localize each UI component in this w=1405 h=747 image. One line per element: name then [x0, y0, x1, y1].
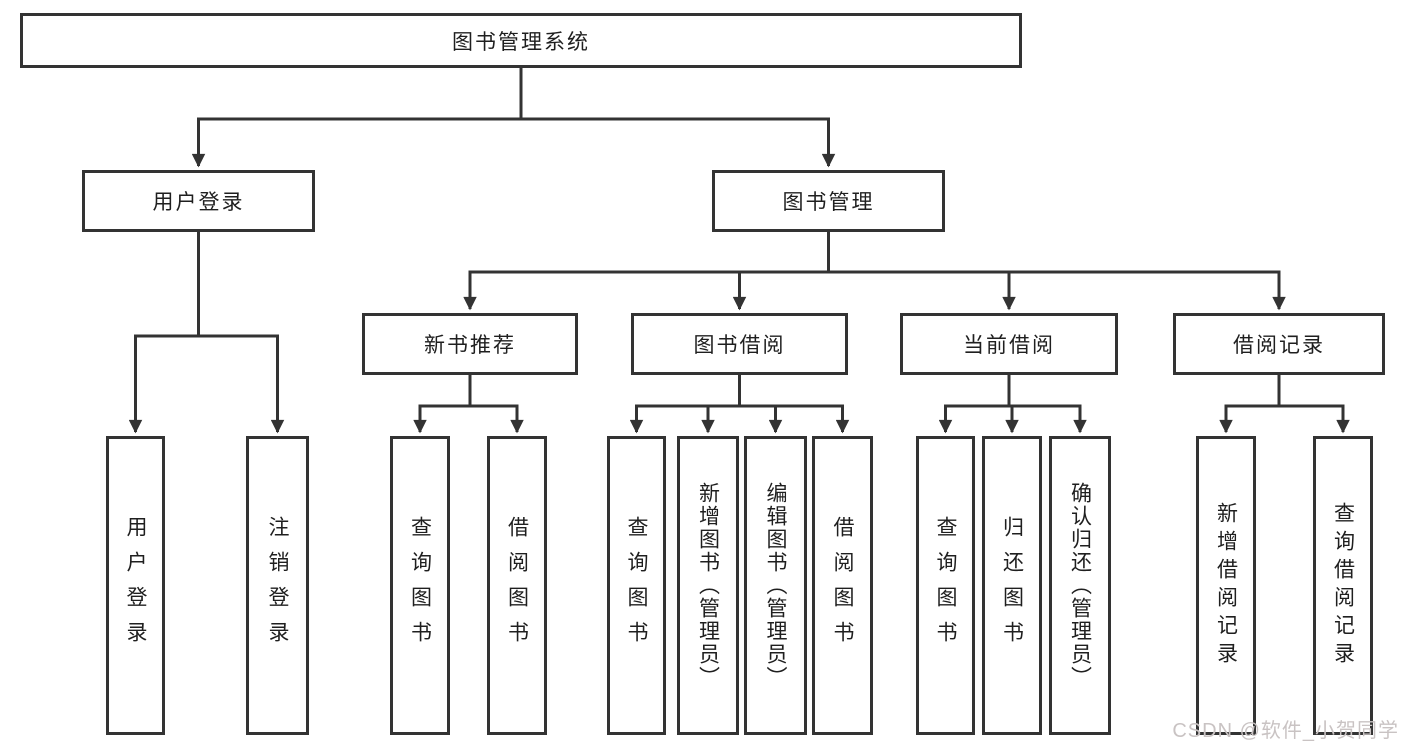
node-book-borrowing: 图书借阅: [631, 313, 848, 375]
leaf-recommend-query-books: 查询图书: [390, 436, 450, 735]
leaf-borrowing-borrow-books: 借阅图书: [812, 436, 873, 735]
watermark: CSDN @软件_小贺同学: [1172, 720, 1399, 742]
node-new-book-recommend-label: 新书推荐: [424, 334, 516, 357]
leaf-logout: 注销登录: [246, 436, 309, 735]
node-book-borrowing-label: 图书借阅: [693, 334, 786, 357]
leaf-records-query-record-label: 查询借阅记录: [1331, 501, 1355, 670]
leaf-records-add-record: 新增借阅记录: [1196, 436, 1256, 735]
leaf-borrowing-add-books-admin: 新增图书（管理员）: [677, 436, 739, 735]
node-book-management-label: 图书管理: [782, 191, 875, 214]
leaf-recommend-borrow-books-label: 借阅图书: [505, 515, 529, 656]
leaf-user-login-label: 用户登录: [124, 515, 147, 656]
leaf-current-query-books: 查询图书: [916, 436, 975, 735]
leaf-current-return-books-label: 归还图书: [1000, 515, 1024, 656]
leaf-current-confirm-return-admin: 确认归还（管理员）: [1049, 436, 1111, 735]
leaf-records-add-record-label: 新增借阅记录: [1214, 501, 1238, 670]
node-new-book-recommend: 新书推荐: [362, 313, 578, 375]
leaf-borrowing-edit-books-admin: 编辑图书（管理员）: [744, 436, 807, 735]
leaf-borrowing-edit-books-admin-label: 编辑图书（管理员）: [764, 482, 787, 689]
leaf-current-query-books-label: 查询图书: [934, 515, 957, 656]
node-book-management: 图书管理: [712, 170, 945, 232]
leaf-current-confirm-return-admin-label: 确认归还（管理员）: [1068, 482, 1092, 689]
leaf-current-return-books: 归还图书: [982, 436, 1042, 735]
node-user-login-label: 用户登录: [152, 191, 245, 214]
leaf-logout-label: 注销登录: [266, 515, 289, 656]
node-user-login: 用户登录: [82, 170, 315, 232]
leaf-borrowing-borrow-books-label: 借阅图书: [831, 515, 854, 656]
leaf-borrowing-add-books-admin-label: 新增图书（管理员）: [696, 482, 720, 689]
leaf-recommend-query-books-label: 查询图书: [408, 515, 432, 656]
node-root-label: 图书管理系统: [452, 30, 590, 54]
node-root: 图书管理系统: [20, 13, 1022, 68]
node-current-borrowing: 当前借阅: [900, 313, 1118, 375]
leaf-borrowing-query-books-label: 查询图书: [625, 515, 648, 656]
leaf-recommend-borrow-books: 借阅图书: [487, 436, 547, 735]
node-borrowing-records-label: 借阅记录: [1233, 334, 1325, 357]
leaf-borrowing-query-books: 查询图书: [607, 436, 666, 735]
node-current-borrowing-label: 当前借阅: [963, 334, 1055, 357]
leaf-user-login: 用户登录: [106, 436, 165, 735]
leaf-records-query-record: 查询借阅记录: [1313, 436, 1373, 735]
node-borrowing-records: 借阅记录: [1173, 313, 1385, 375]
